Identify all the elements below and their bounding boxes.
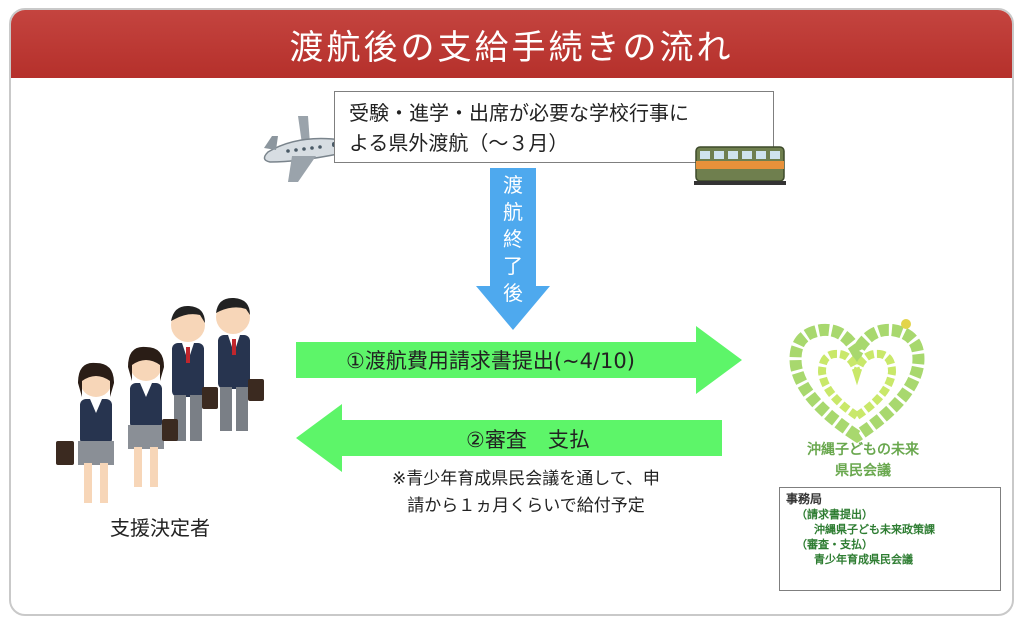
down-arrow xyxy=(476,168,550,330)
after-trip-char: 終 xyxy=(503,227,523,251)
page-title: 渡航後の支給手続きの流れ xyxy=(289,27,734,68)
step1-label: ①渡航費用請求書提出(~4/10) xyxy=(346,349,635,373)
office-label: 事務局 xyxy=(786,492,823,506)
trip-condition-box: 受験・進学・出席が必要な学校行事に よる県外渡航（～３月） xyxy=(334,91,774,163)
payment-note: ※青少年育成県民会議を通して、申 請から１ヵ月くらいで給付予定 xyxy=(346,466,706,520)
train-icon xyxy=(694,146,786,185)
students-walking-illustration xyxy=(56,297,264,503)
note-line-1: ※青少年育成県民会議を通して、申 xyxy=(392,469,660,489)
title-bar: 渡航後の支給手続きの流れ xyxy=(11,10,1012,78)
heart-logo xyxy=(789,319,925,444)
after-trip-label: 渡 航 終 了 後 xyxy=(498,172,528,307)
trip-line-1: 受験・進学・出席が必要な学校行事に xyxy=(349,101,689,125)
office-item1-value: 沖縄県子ども未来政策課 xyxy=(814,523,935,536)
trip-line-2: よる県外渡航（～３月） xyxy=(349,131,569,155)
submit-arrow xyxy=(296,326,742,394)
office-item1-label: （請求書提出） xyxy=(796,508,873,521)
after-trip-char: 了 xyxy=(503,254,523,278)
after-trip-char: 航 xyxy=(503,200,523,224)
office-item2-label: （審査・支払） xyxy=(796,538,873,551)
org-name: 沖縄子どもの未来 県民会議 xyxy=(778,440,948,482)
org-name-line-2: 県民会議 xyxy=(835,463,891,479)
recipients-label: 支援決定者 xyxy=(110,516,210,540)
payment-arrow xyxy=(296,404,722,472)
org-name-line-1: 沖縄子どもの未来 xyxy=(807,442,919,458)
step2-label: ②審査 支払 xyxy=(466,428,590,452)
office-item2-value: 青少年育成県民会議 xyxy=(814,553,913,566)
note-line-2: 請から１ヵ月くらいで給付予定 xyxy=(407,496,645,516)
office-info-box: 事務局 （請求書提出） 沖縄県子ども未来政策課 （審査・支払） 青少年育成県民会… xyxy=(779,487,1001,591)
after-trip-char: 渡 xyxy=(503,173,523,197)
after-trip-char: 後 xyxy=(503,281,523,305)
